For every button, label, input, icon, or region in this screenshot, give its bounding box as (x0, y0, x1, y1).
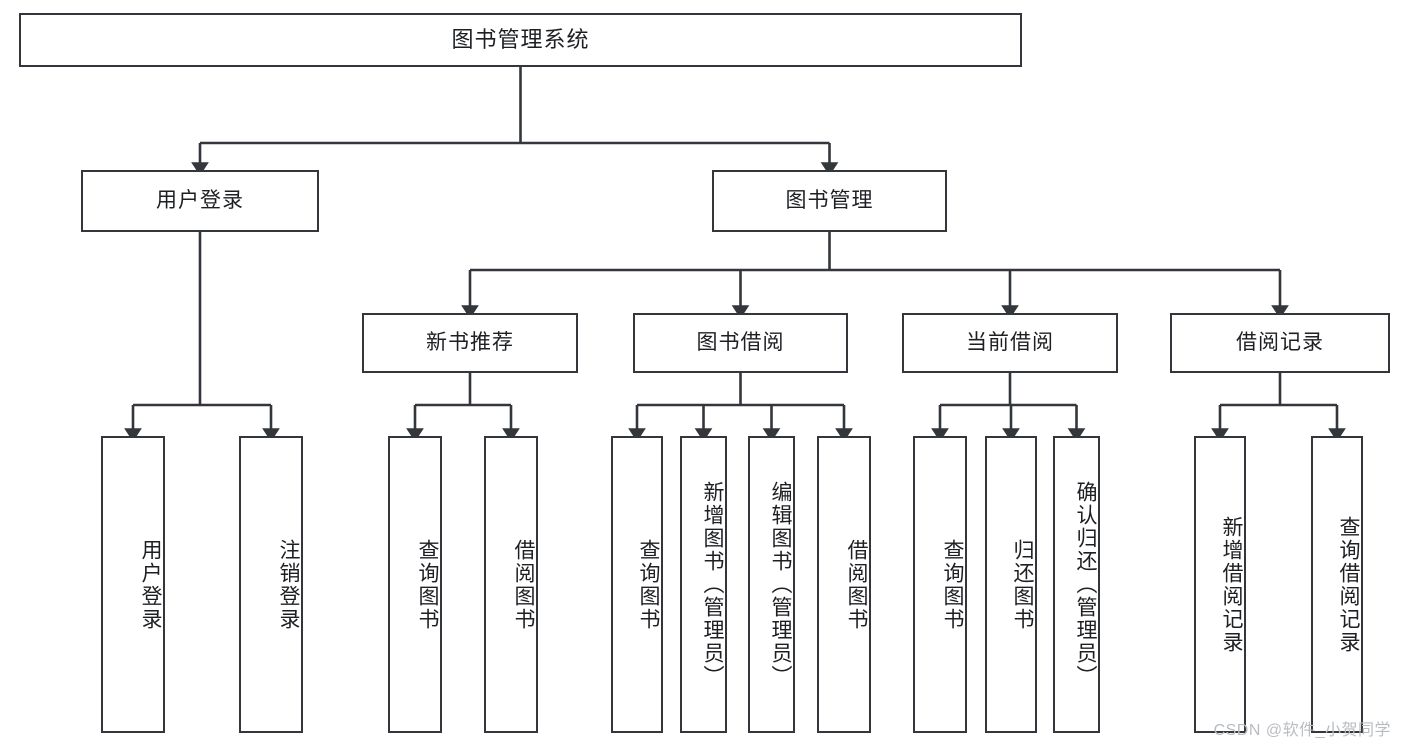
leaf-recommend-borrow-book[interactable]: 借阅图书 (484, 436, 538, 733)
leaf-record-query-borrow-record[interactable]: 查询借阅记录 (1311, 436, 1363, 733)
leaf-current-return-book[interactable]: 归还图书 (985, 436, 1037, 733)
node-new-book-recommend[interactable]: 新书推荐 (362, 313, 578, 373)
node-user-login[interactable]: 用户登录 (81, 170, 319, 232)
leaf-record-add-borrow-record[interactable]: 新增借阅记录 (1194, 436, 1246, 733)
node-root[interactable]: 图书管理系统 (19, 13, 1022, 67)
leaf-borrow-borrow-book[interactable]: 借阅图书 (817, 436, 871, 733)
leaf-recommend-query-book[interactable]: 查询图书 (388, 436, 442, 733)
leaf-user-login[interactable]: 用户登录 (101, 436, 165, 733)
node-borrow-record[interactable]: 借阅记录 (1170, 313, 1390, 373)
node-book-borrow[interactable]: 图书借阅 (633, 313, 848, 373)
node-book-manage[interactable]: 图书管理 (712, 170, 947, 232)
leaf-borrow-add-book-admin[interactable]: 新增图书（管理员） (680, 436, 727, 733)
leaf-borrow-query-book[interactable]: 查询图书 (611, 436, 663, 733)
leaf-current-confirm-return-admin[interactable]: 确认归还（管理员） (1053, 436, 1100, 733)
leaf-user-logout[interactable]: 注销登录 (239, 436, 303, 733)
leaf-current-query-book[interactable]: 查询图书 (913, 436, 967, 733)
watermark: CSDN @软件_小贺同学 (1213, 722, 1391, 739)
node-current-borrow[interactable]: 当前借阅 (902, 313, 1118, 373)
leaf-borrow-edit-book-admin[interactable]: 编辑图书（管理员） (748, 436, 795, 733)
